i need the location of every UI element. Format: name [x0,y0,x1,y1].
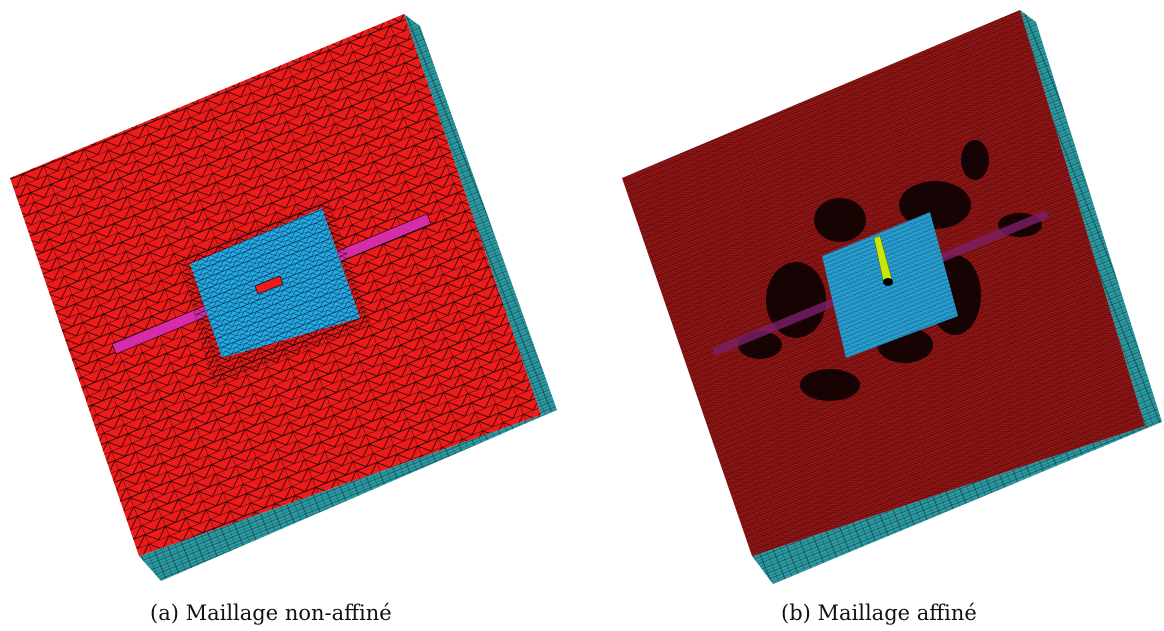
refined-mesh-model [622,10,1162,584]
caption-coarse-mesh: (a) Maillage non-affiné [150,601,392,625]
caption-refined-mesh: (b) Maillage affiné [781,601,977,625]
coarse-mesh-model [10,14,557,581]
side-face-right-grid [404,14,557,415]
side-face-right-grid [1020,10,1162,426]
crack-tip [883,278,893,286]
side-face-bottom-grid [752,422,1162,584]
side-face-bottom-grid [139,410,557,581]
central-slot [254,275,284,295]
